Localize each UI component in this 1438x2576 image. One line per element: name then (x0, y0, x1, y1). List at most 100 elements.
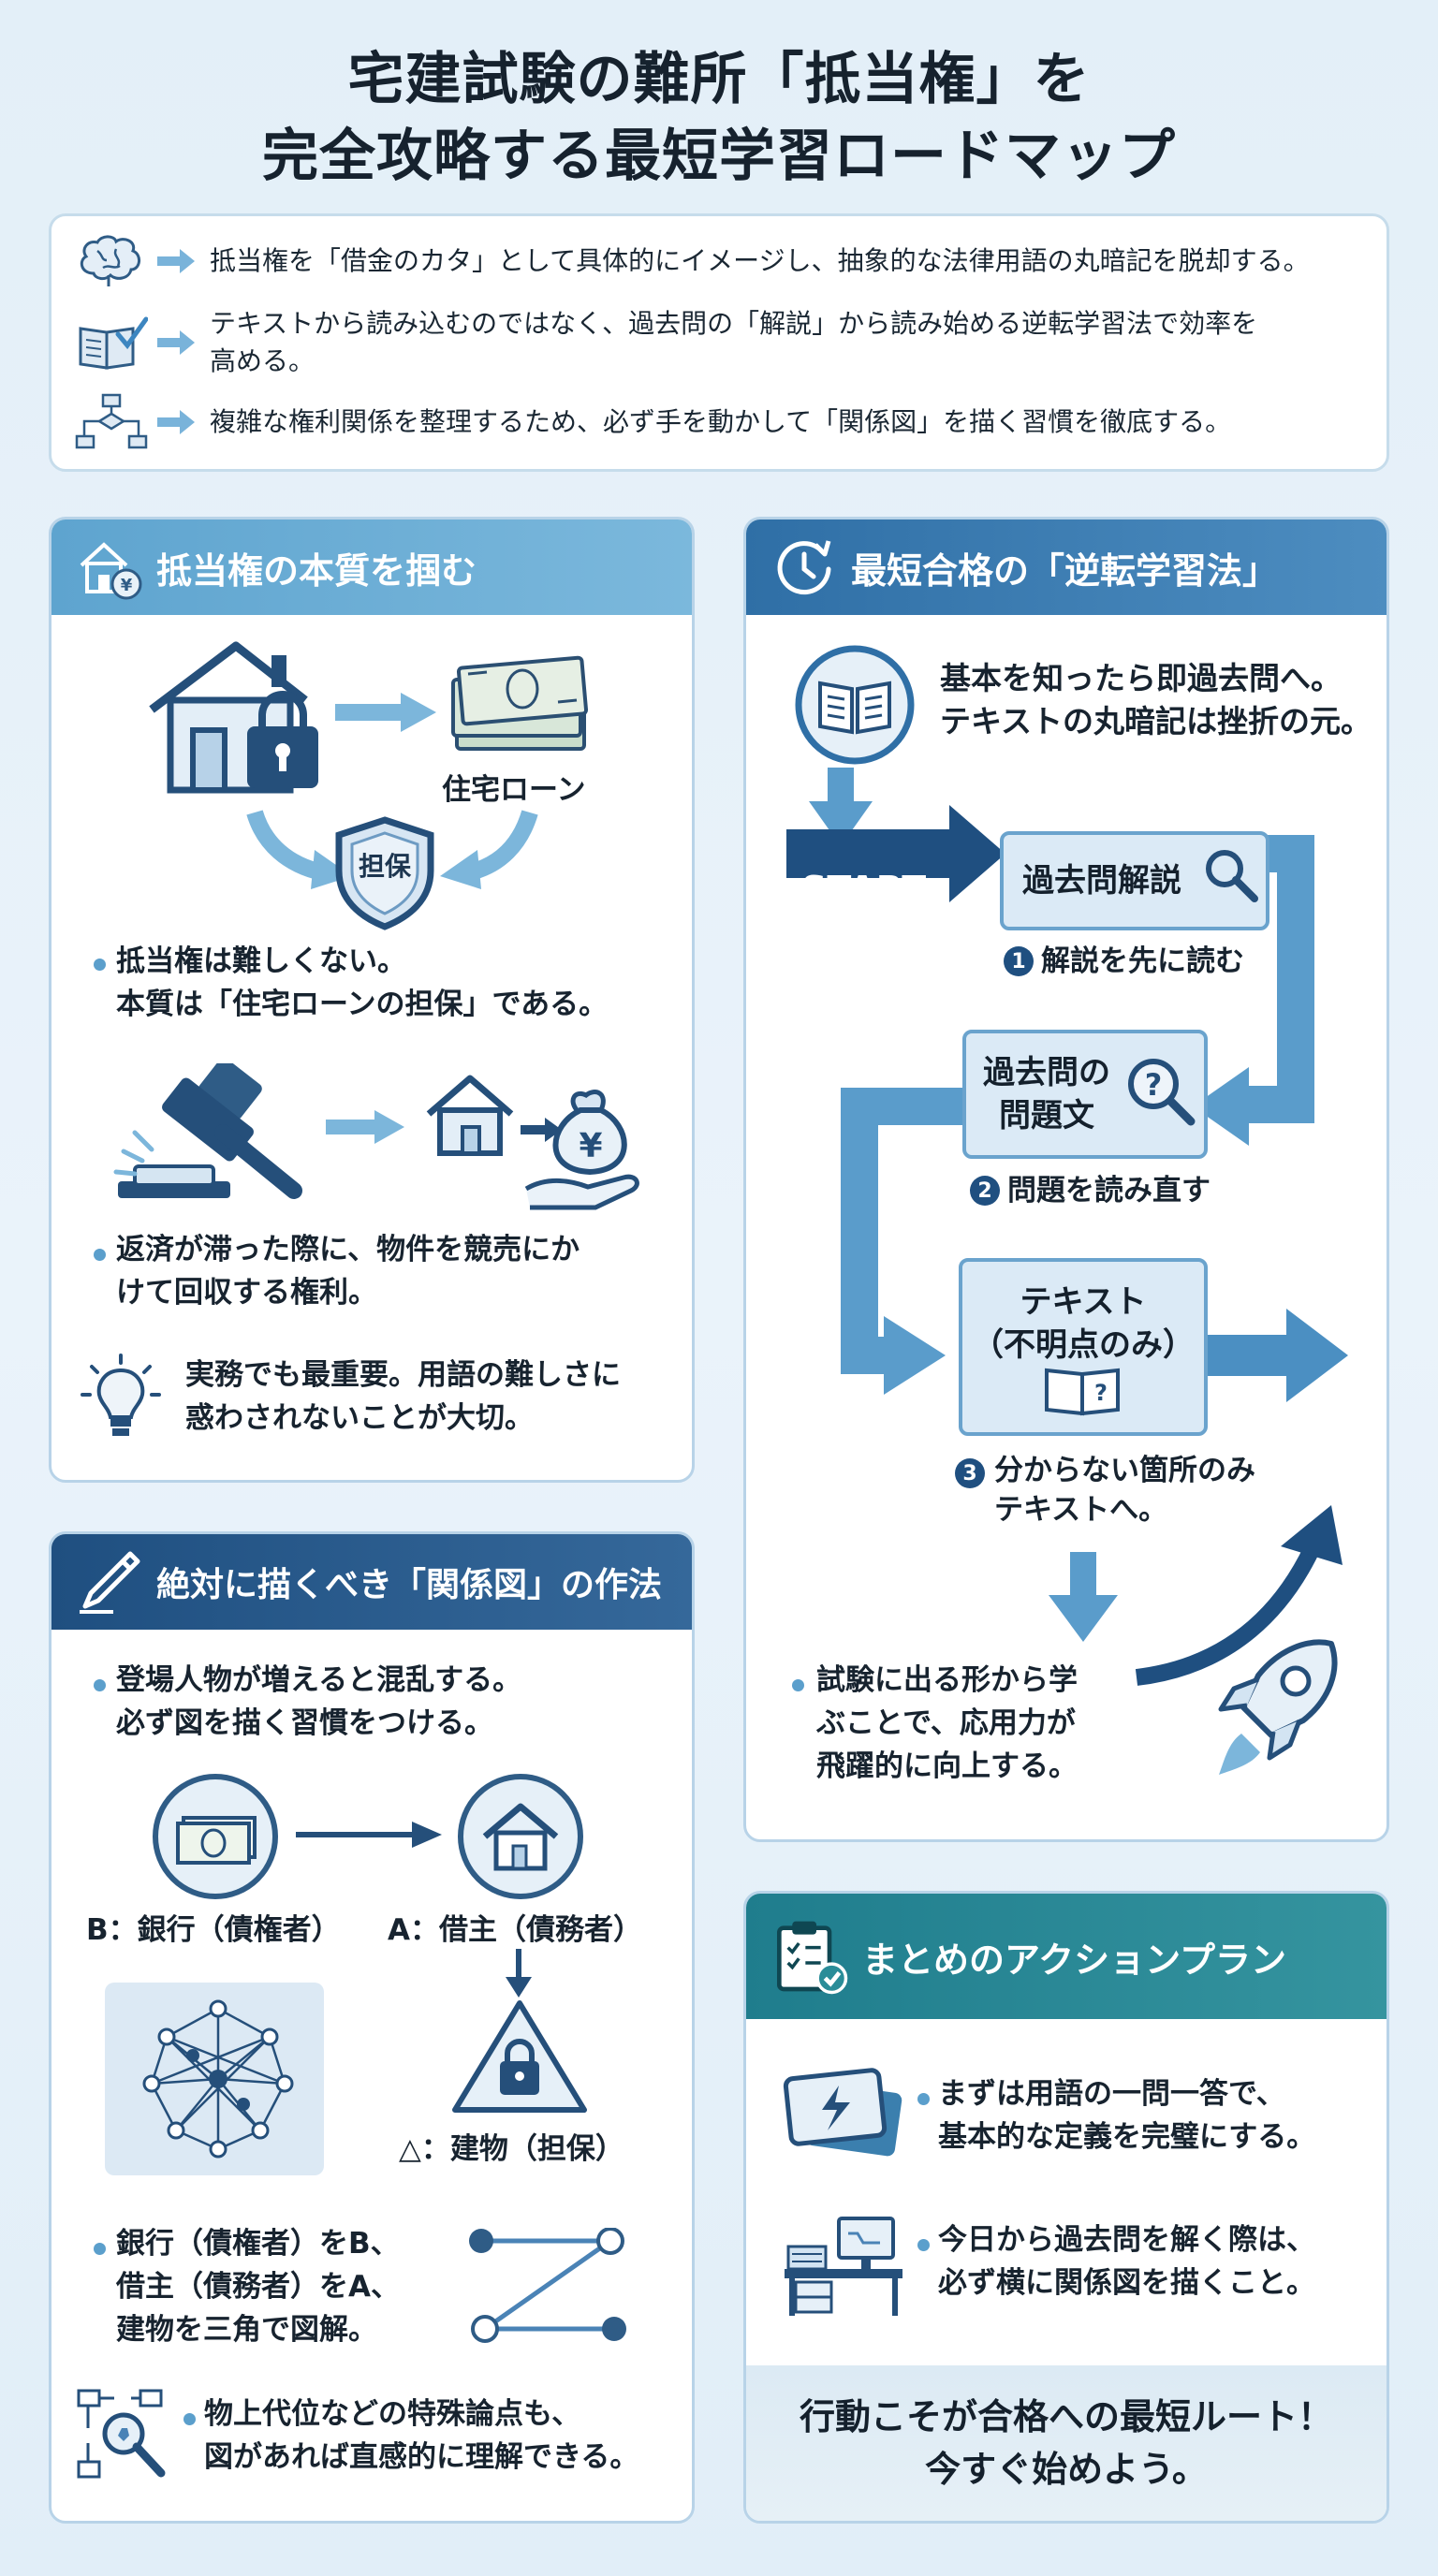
rocket-icon (1218, 1639, 1338, 1775)
essence-point-1: 抵当権は難しくない。 本質は「住宅ローンの担保」である。 (116, 940, 608, 1026)
reverse-intro: 基本を知ったら即過去問へ。 テキストの丸暗記は挫折の元。 (940, 657, 1372, 743)
diagram-card-header: 絶対に描くべき「関係図」の作法 (51, 1534, 692, 1630)
reverse-result: 試験に出る形から学 ぶことで、応用力が 飛躍的に向上する。 (816, 1659, 1078, 1788)
start-label: START (801, 869, 927, 910)
house-lock-icon (149, 641, 318, 794)
bullet (917, 2239, 930, 2251)
bullet (183, 2413, 196, 2425)
intro-text-2: テキストから読み込むのではなく、過去問の「解説」から読み始める逆転学習法で効率を… (210, 305, 1257, 380)
arrow-right-icon (157, 410, 195, 434)
analysis-search-icon (77, 2389, 166, 2479)
bullet (792, 1679, 804, 1691)
flow-box-textbook-line-1: テキスト (1020, 1283, 1147, 1321)
arrow-right-icon (157, 249, 195, 273)
action-item-1-line-2: 基本的な定義を完璧にする。 (938, 2120, 1316, 2154)
flow-box-explanation: 過去問解説 (1000, 831, 1269, 930)
reverse-intro-line-2: テキストの丸暗記は挫折の元。 (940, 703, 1372, 739)
action-item-2-line-2: 必ず横に関係図を描くこと。 (938, 2266, 1315, 2300)
borrower-label: A：借主（債務者） (388, 1913, 642, 1947)
house-money-icon: ¥ (80, 542, 142, 600)
step-number-1: 1 (1004, 946, 1034, 976)
diagram-point-2: 銀行（債権者）をB、 借主（債務者）をA、 建物を三角で図解。 (116, 2222, 400, 2351)
intro-text-1: 抵当権を「借金のカタ」として具体的にイメージし、抽象的な法律用語の丸暗記を脱却す… (210, 245, 1310, 276)
brain-icon (80, 235, 140, 286)
arrow-right-icon (296, 1822, 442, 1848)
bullet (94, 2243, 106, 2255)
loan-label: 住宅ローン (442, 773, 586, 807)
action-plan-card-title: まとめのアクションプラン (862, 1939, 1286, 1981)
svg-text:?: ? (1145, 1067, 1163, 1103)
z-diagram-icon (469, 2228, 626, 2343)
intro-item-1: 抵当権を「借金のカタ」として具体的にイメージし、抽象的な法律用語の丸暗記を脱却す… (75, 232, 1310, 290)
flashcard-icon (783, 2068, 902, 2157)
bullet (94, 1249, 106, 1261)
arrow-right-icon (335, 693, 436, 732)
step-3-text: 分からない箇所のみ テキストへ。 (994, 1451, 1255, 1530)
svg-text:¥: ¥ (579, 1127, 602, 1165)
diagram-point-1-line-2: 必ず図を描く習慣をつける。 (116, 1706, 493, 1740)
triangle-lock-icon (452, 2000, 587, 2113)
title-line-1: 宅建試験の難所「抵当権」を (347, 47, 1091, 112)
essence-point-2-line-1: 返済が滞った際に、物件を競売にか (116, 1233, 580, 1266)
step-2-text: 問題を読み直す (1007, 1174, 1211, 1208)
arrow-down-icon (506, 1949, 532, 1998)
shield-label: 担保 (358, 851, 411, 882)
essence-card-title: 抵当権の本質を掴む (156, 549, 477, 592)
action-item-1-line-1: まずは用語の一問一答で、 (938, 2077, 1285, 2111)
gavel-icon (113, 1063, 302, 1199)
page-title: 宅建試験の難所「抵当権」を 完全攻略する最短学習ロードマップ (0, 41, 1438, 195)
step-number-2: 2 (970, 1176, 1000, 1206)
diagram-point-1-line-1: 登場人物が増えると混乱する。 (116, 1663, 522, 1697)
flow-box-textbook: テキスト （不明点のみ） (959, 1258, 1208, 1436)
reverse-result-line-2: ぶことで、応用力が (816, 1706, 1076, 1740)
intro-text-2-line-2: 高める。 (210, 345, 315, 376)
shield-icon (335, 816, 434, 930)
intro-item-3: 複雑な権利関係を整理するため、必ず手を動かして「関係図」を描く習慣を徹底する。 (75, 393, 1231, 451)
building-label: △：建物（担保） (399, 2132, 624, 2166)
action-plan-card: まとめのアクションプラン 行動こそが合格への最短ルート！ 今すぐ始めよう。 (743, 1891, 1389, 2524)
intro-item-2: テキストから読み込むのではなく、過去問の「解説」から読み始める逆転学習法で効率を… (75, 305, 1257, 380)
intro-card (49, 213, 1389, 472)
essence-point-2-line-2: けて回収する権利。 (116, 1276, 377, 1310)
clock-icon (777, 540, 831, 595)
diagram-point-3-line-2: 図があれば直感的に理解できる。 (204, 2440, 639, 2474)
action-item-2: 今日から過去問を解く際は、 必ず横に関係図を描くこと。 (938, 2218, 1315, 2305)
flow-box-explanation-label: 過去問解説 (1022, 862, 1181, 900)
checklist-icon (777, 1921, 848, 1995)
flowchart-icon (75, 393, 148, 449)
diagram-point-3: 物上代位などの特殊論点も、 図があれば直感的に理解できる。 (204, 2393, 638, 2479)
essence-tip-line-2: 惑わされないことが大切。 (185, 1401, 534, 1435)
reverse-learning-card-header: 最短合格の「逆転学習法」 (746, 520, 1387, 615)
flow-box-question: 過去問の 問題文 (962, 1030, 1208, 1159)
svg-text:?: ? (1094, 1380, 1108, 1406)
bank-money-icon (153, 1774, 278, 1899)
lightbulb-icon (81, 1354, 161, 1436)
action-item-1: まずは用語の一問一答で、 基本的な定義を完璧にする。 (938, 2072, 1315, 2159)
action-banner: 行動こそが合格への最短ルート！ 今すぐ始めよう。 (746, 2365, 1387, 2521)
desk-computer-icon (785, 2217, 902, 2316)
action-item-2-line-1: 今日から過去問を解く際は、 (938, 2223, 1315, 2257)
diagram-point-2-line-1: 銀行（債権者）をB、 (116, 2227, 400, 2261)
flow-box-question-label: 過去問の 問題文 (983, 1051, 1110, 1137)
essence-tip: 実務でも最重要。用語の難しさに 惑わされないことが大切。 (185, 1354, 621, 1440)
curved-arrow-right-icon (440, 810, 538, 889)
book-question-icon: ? (1045, 1368, 1120, 1416)
action-banner-line-2: 今すぐ始めよう。 (925, 2449, 1208, 2490)
bullet (94, 959, 106, 971)
money-stack-icon (451, 655, 589, 751)
magnifier-question-icon: ? (1128, 1059, 1196, 1126)
bank-label: B：銀行（債権者） (86, 1913, 341, 1947)
house-icon (426, 1075, 514, 1156)
action-plan-card-header: まとめのアクションプラン (746, 1894, 1387, 2019)
intro-text-3: 複雑な権利関係を整理するため、必ず手を動かして「関係図」を描く習慣を徹底する。 (210, 406, 1232, 437)
arrow-right-icon (326, 1110, 404, 1144)
flow-box-textbook-line-2: （不明点のみ） (972, 1326, 1195, 1364)
book-check-icon (79, 316, 148, 370)
essence-tip-line-1: 実務でも最重要。用語の難しさに (185, 1358, 621, 1392)
essence-card: ¥ 抵当権の本質を掴む (49, 517, 695, 1483)
diagram-point-3-line-1: 物上代位などの特殊論点も、 (204, 2397, 581, 2431)
flow-box-question-line-2: 問題文 (999, 1097, 1094, 1134)
reverse-intro-line-1: 基本を知ったら即過去問へ。 (940, 660, 1342, 696)
diagram-card-title: 絶対に描くべき「関係図」の作法 (156, 1566, 663, 1604)
essence-point-1-line-2: 本質は「住宅ローンの担保」である。 (116, 988, 609, 1021)
